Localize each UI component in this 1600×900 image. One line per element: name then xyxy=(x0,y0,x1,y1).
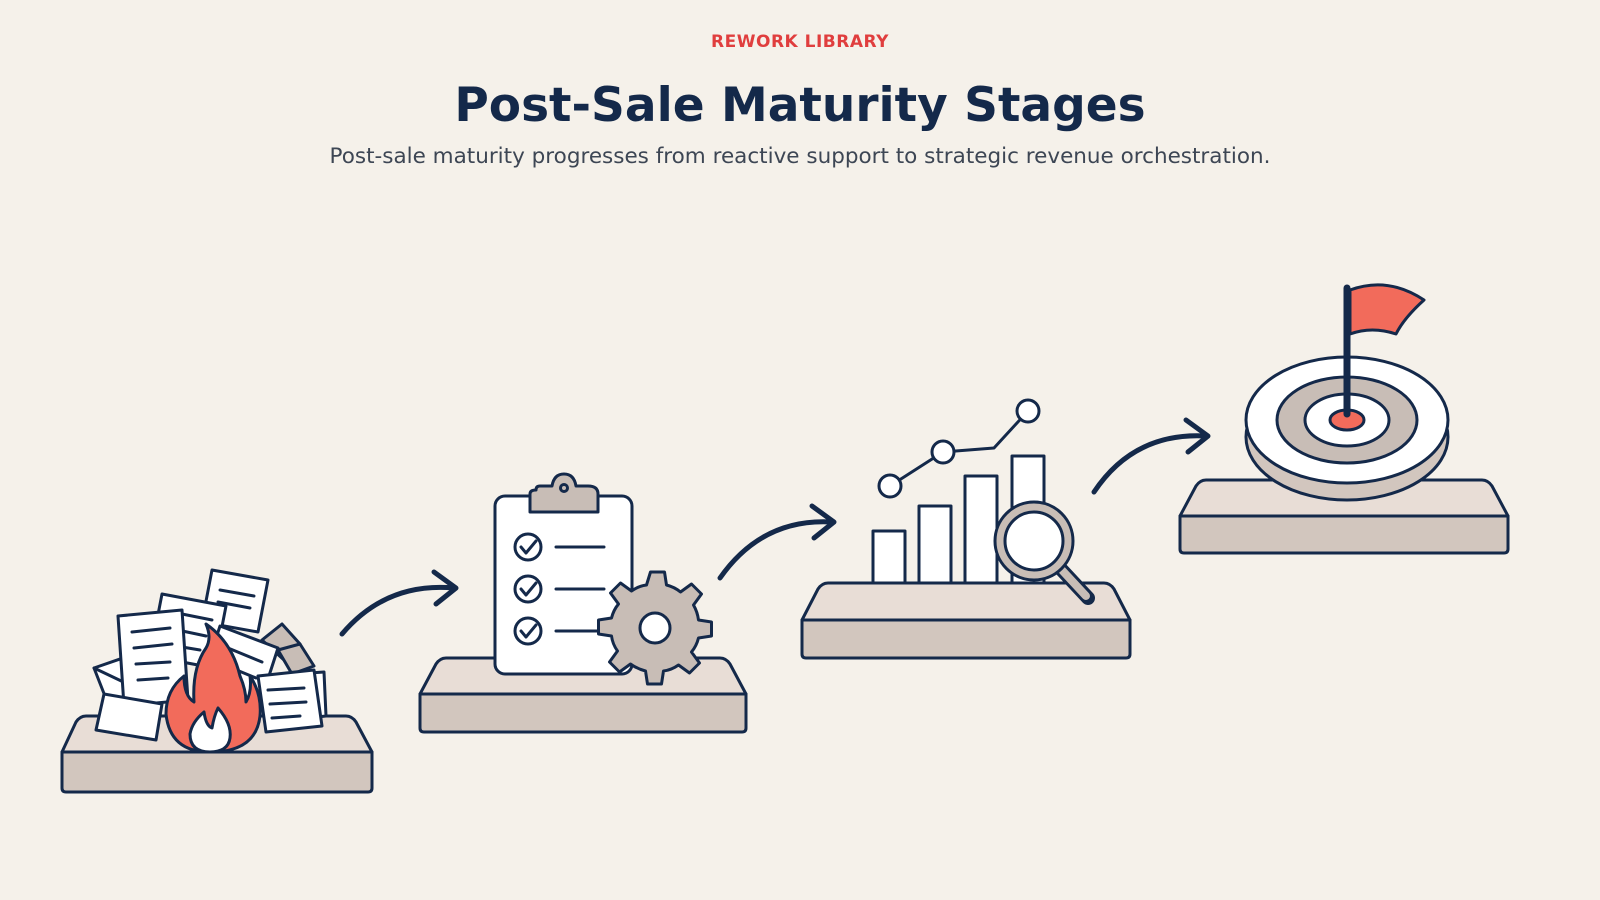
arrow-2-icon xyxy=(717,519,835,581)
stage-3-data-driven xyxy=(800,398,1132,660)
stage-1-reactive xyxy=(60,568,374,794)
target-flag-icon xyxy=(1244,283,1450,502)
arrow-1-icon xyxy=(339,584,457,637)
page-title: Post-Sale Maturity Stages xyxy=(454,78,1146,133)
stage-3-platform xyxy=(800,581,1132,660)
stage-2-structured xyxy=(418,472,748,734)
chart-magnifier-icon xyxy=(871,398,1095,605)
page-subtitle: Post-sale maturity progresses from react… xyxy=(329,144,1271,169)
fire-papers-icon xyxy=(92,568,328,754)
eyebrow-label: REWORK LIBRARY xyxy=(711,32,889,52)
arrow-3-icon xyxy=(1091,433,1209,495)
stage-4-strategic xyxy=(1178,283,1510,555)
clipboard-gear-icon xyxy=(493,472,713,686)
